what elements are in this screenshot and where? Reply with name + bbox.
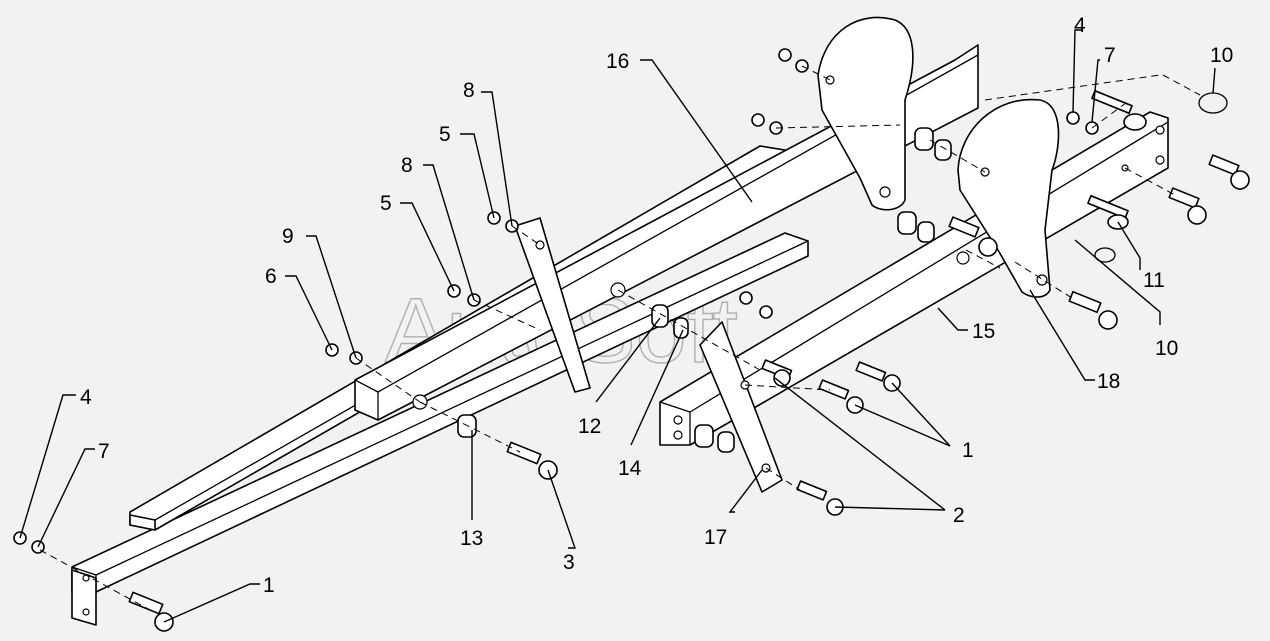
bracket-plate-upper (817, 16, 914, 211)
assembly-center-lines (39, 65, 1201, 611)
callout-15: 15 (972, 320, 995, 343)
callout-6: 6 (265, 265, 277, 288)
bracket-plate (514, 217, 591, 393)
callout-7-right: 7 (1104, 44, 1116, 67)
lower-frame-bar (71, 232, 809, 626)
bracket-plate-18 (957, 98, 1060, 298)
callout-12: 12 (578, 415, 601, 438)
callout-2: 2 (953, 504, 965, 527)
callout-4-left: 4 (80, 386, 92, 409)
callout-8-lower: 8 (401, 154, 413, 177)
bolts (128, 154, 1250, 632)
callout-16: 16 (606, 50, 629, 73)
callout-5-lower: 5 (380, 192, 392, 215)
callout-14: 14 (618, 457, 642, 480)
callout-5-upper: 5 (439, 123, 451, 146)
callout-17: 17 (704, 526, 727, 549)
callout-8-upper: 8 (463, 79, 475, 102)
plate-17 (699, 321, 783, 493)
bushings (457, 127, 952, 453)
callout-18: 18 (1097, 370, 1120, 393)
callout-4-right: 4 (1074, 14, 1086, 37)
leader-lines (19, 29, 1216, 623)
callout-1-right: 1 (962, 439, 974, 462)
callout-1-bottom-left: 1 (263, 574, 275, 597)
callout-7-left: 7 (98, 440, 110, 463)
callout-10-top: 10 (1210, 44, 1233, 67)
callout-11: 11 (1143, 269, 1165, 292)
callout-3: 3 (563, 551, 575, 574)
callout-10-bottom: 10 (1155, 337, 1178, 360)
callout-labels: 1 3 4 7 13 6 9 5 8 5 8 16 12 14 17 2 1 1… (80, 14, 1233, 597)
callout-9: 9 (282, 225, 294, 248)
callout-13: 13 (460, 527, 483, 550)
